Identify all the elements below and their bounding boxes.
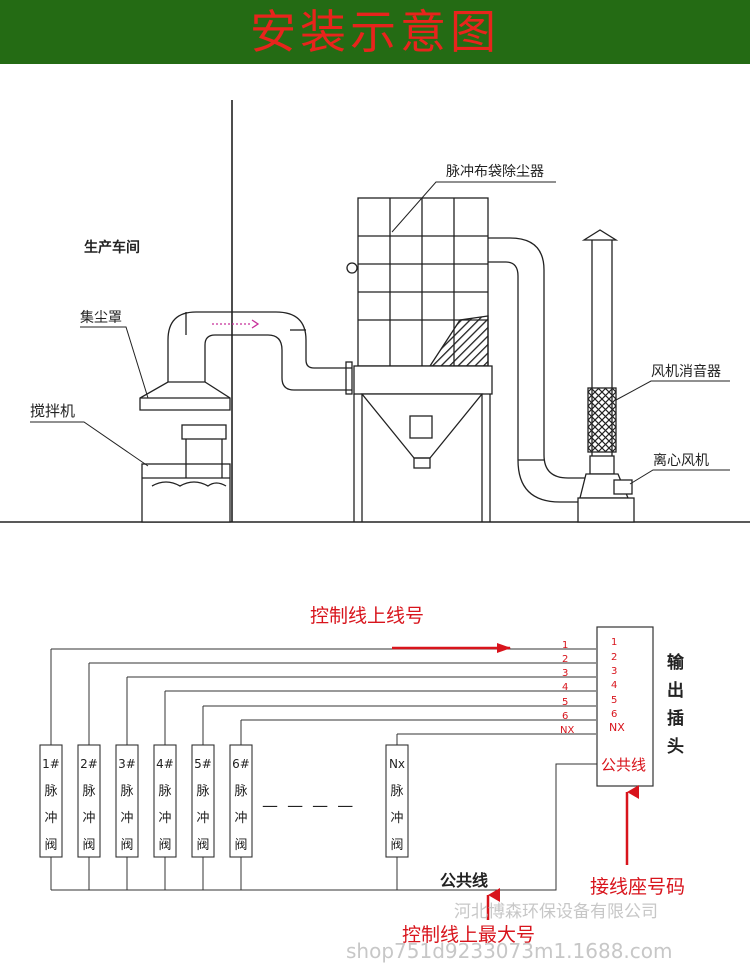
silencer — [587, 387, 617, 453]
mixer — [141, 463, 231, 523]
valve-box — [191, 744, 215, 858]
svg-text:脉: 脉 — [82, 784, 95, 799]
pulse-valves — [39, 744, 409, 858]
svg-text:冲: 冲 — [44, 811, 57, 826]
dust-hood — [139, 381, 231, 411]
svg-text:阀: 阀 — [82, 838, 95, 853]
valve-box — [115, 744, 139, 858]
svg-text:冲: 冲 — [120, 811, 133, 826]
plug-pin: 5 — [611, 695, 617, 706]
svg-text:脉: 脉 — [120, 784, 133, 799]
plug-pin: 3 — [611, 666, 617, 677]
plant-layout — [0, 100, 750, 523]
output-plug — [596, 626, 654, 787]
label-silencer: 风机消音器 — [651, 363, 721, 380]
wire-number: 4 — [562, 682, 568, 693]
label-common-wire: 公共线 — [440, 871, 488, 890]
svg-text:脉: 脉 — [390, 784, 403, 799]
output-plug-label: 输 出 插 头 — [667, 652, 685, 757]
watermark-shop: shop751d9233073m1.1688.com — [346, 939, 673, 963]
valve-ellipsis: — — — — — [262, 796, 355, 815]
label-socket-number: 接线座号码 — [590, 876, 685, 898]
label-mixer: 搅拌机 — [30, 402, 75, 420]
plug-pin: NX — [609, 721, 625, 734]
svg-text:2#: 2# — [80, 757, 98, 771]
label-collector: 脉冲布袋除尘器 — [446, 164, 544, 180]
svg-text:阀: 阀 — [196, 838, 209, 853]
plug-pin: 1 — [611, 637, 617, 648]
valve-box — [385, 744, 409, 858]
svg-text:脉: 脉 — [196, 784, 209, 799]
svg-text:脉: 脉 — [158, 784, 171, 799]
svg-text:脉: 脉 — [44, 784, 57, 799]
watermark-company: 河北博森环保设备有限公司 — [454, 902, 658, 922]
label-max-number: 控制线上最大号 — [402, 924, 535, 946]
svg-text:输: 输 — [667, 652, 685, 673]
label-hood: 集尘罩 — [80, 309, 122, 326]
svg-text:Nx: Nx — [389, 757, 405, 771]
label-control-line: 控制线上线号 — [310, 605, 424, 627]
leader-lines — [30, 181, 730, 485]
wire-number: 2 — [562, 654, 568, 665]
svg-text:阀: 阀 — [234, 838, 247, 853]
plug-pin: 6 — [611, 709, 617, 720]
valve-box — [153, 744, 177, 858]
duct-upper — [167, 311, 352, 382]
svg-text:5#: 5# — [194, 757, 212, 771]
svg-text:插: 插 — [667, 708, 684, 729]
svg-text:冲: 冲 — [196, 811, 209, 826]
wire-number: 1 — [562, 640, 568, 651]
wire-number: 5 — [562, 697, 568, 708]
plug-pin: 4 — [611, 680, 617, 691]
plug-common-label: 公共线 — [601, 756, 646, 774]
label-workshop: 生产车间 — [84, 239, 140, 256]
svg-text:1#: 1# — [42, 757, 60, 771]
plug-pin: 2 — [611, 652, 617, 663]
valve-box — [229, 744, 253, 858]
wire-number: 6 — [562, 711, 568, 722]
svg-text:冲: 冲 — [158, 811, 171, 826]
svg-text:出: 出 — [667, 680, 684, 701]
label-fan: 离心风机 — [653, 452, 709, 469]
wire-numbers: 1 2 3 4 5 6 NX — [560, 640, 574, 736]
valve-box — [39, 744, 63, 858]
svg-text:冲: 冲 — [390, 811, 403, 826]
svg-text:脉: 脉 — [234, 784, 247, 799]
svg-text:阀: 阀 — [158, 838, 171, 853]
svg-text:冲: 冲 — [82, 811, 95, 826]
wire-number: NX — [560, 725, 574, 736]
hopper — [360, 393, 484, 459]
svg-text:头: 头 — [667, 737, 684, 757]
wiring-diagram: 1 2 3 4 5 6 NX 1 2 3 4 5 6 NX 公共线 输 出 插 … — [39, 626, 685, 920]
svg-text:4#: 4# — [156, 757, 174, 771]
svg-text:冲: 冲 — [234, 811, 247, 826]
svg-text:3#: 3# — [118, 757, 136, 771]
header-banner: 安装示意图 — [0, 0, 750, 64]
svg-text:阀: 阀 — [44, 838, 57, 853]
page-title: 安装示意图 — [250, 5, 500, 59]
duct-to-fan — [488, 237, 592, 479]
svg-text:6#: 6# — [232, 757, 250, 771]
valve-labels: 1# 2# 3# 4# 5# 6# Nx 脉冲阀 脉冲阀 脉冲阀 脉冲阀 脉冲阀… — [42, 757, 405, 853]
svg-text:阀: 阀 — [390, 838, 403, 853]
plug-pins: 1 2 3 4 5 6 NX — [609, 637, 625, 734]
plant-labels: 生产车间 集尘罩 搅拌机 脉冲布袋除尘器 风机消音器 离心风机 — [30, 164, 721, 469]
svg-text:阀: 阀 — [120, 838, 133, 853]
wire-number: 3 — [562, 668, 568, 679]
valve-box — [77, 744, 101, 858]
